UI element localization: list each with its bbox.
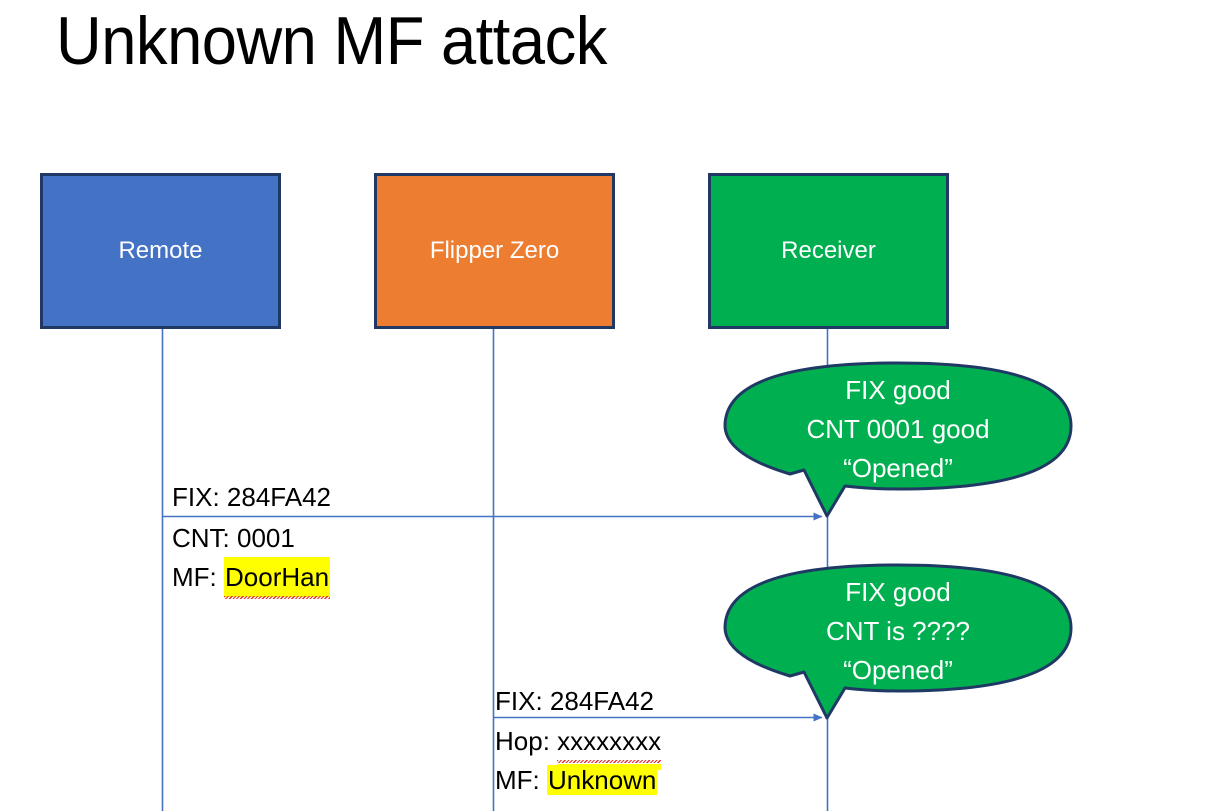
speech-balloon-1: FIX good CNT 0001 good “Opened” — [722, 358, 1074, 520]
speech-balloon-1-shape — [723, 361, 1073, 518]
actor-box-remote[interactable]: Remote — [40, 173, 281, 329]
actor-box-flipper[interactable]: Flipper Zero — [374, 173, 615, 329]
message-2-hop: Hop: xxxxxxxx — [495, 721, 662, 770]
message-2-mf-label: MF: — [495, 765, 547, 795]
actor-label-receiver: Receiver — [781, 236, 876, 264]
message-1-mf-value: DoorHan — [224, 557, 331, 599]
actor-label-flipper: Flipper Zero — [429, 236, 560, 264]
speech-balloon-2: FIX good CNT is ???? “Opened” — [722, 560, 1074, 722]
message-2-mf: MF: Unknown — [495, 760, 658, 800]
balloon-2-line-2: CNT is ???? — [825, 616, 971, 646]
page-title: Unknown MF attack — [56, 3, 607, 79]
message-1-mf-label: MF: — [172, 562, 224, 592]
balloon-2-line-3: “Opened” — [843, 655, 953, 685]
balloon-2-line-1: FIX good — [845, 577, 951, 607]
balloon-1-line-2: CNT 0001 good — [806, 414, 990, 444]
message-1-cnt: CNT: 0001 — [172, 523, 295, 553]
speech-balloon-2-shape — [723, 563, 1073, 720]
message-2-hop-value: xxxxxxxx — [557, 721, 662, 770]
message-1-fix: FIX: 284FA42 — [172, 482, 331, 512]
message-2-mf-value: Unknown — [547, 765, 658, 795]
actor-box-receiver[interactable]: Receiver — [708, 173, 949, 329]
message-2-hop-label: Hop: — [495, 726, 558, 756]
message-1-mf: MF: DoorHan — [172, 557, 331, 599]
balloon-1-line-1: FIX good — [845, 375, 951, 405]
message-2-fix: FIX: 284FA42 — [495, 686, 654, 716]
balloon-1-line-3: “Opened” — [843, 453, 953, 483]
actor-label-remote: Remote — [118, 236, 203, 264]
